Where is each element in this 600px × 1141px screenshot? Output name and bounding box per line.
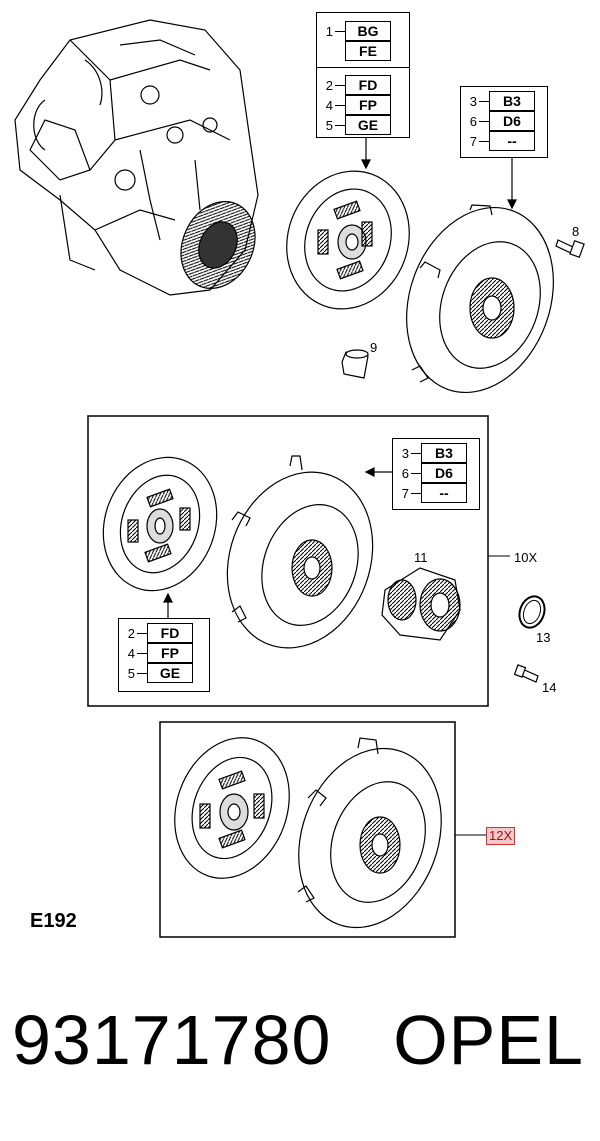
pressure-plate-kit [226, 455, 374, 649]
callout-14: 14 [542, 680, 557, 695]
pressure-plate-top [406, 204, 554, 394]
brand-name: OPEL [393, 1001, 584, 1079]
callout-12x[interactable]: 12X [486, 827, 516, 845]
footer: 93171780 OPEL [0, 1000, 600, 1110]
callout-10x: 10X [514, 550, 538, 565]
clutch-disc-12x [174, 737, 290, 879]
callout-11: 11 [414, 550, 428, 565]
kit-12x-frame [159, 721, 456, 938]
kit-10x-frame [87, 415, 489, 707]
bushing-9 [341, 349, 369, 379]
pressure-plate-12x [297, 737, 442, 929]
bolt-8 [555, 239, 585, 259]
clutch-disc-top [286, 170, 410, 310]
part-number: 93171780 [12, 1001, 332, 1079]
release-bearing-11 [381, 567, 461, 641]
callout-9: 9 [370, 340, 378, 355]
callout-13: 13 [536, 630, 551, 645]
seal-ring-13 [518, 595, 546, 629]
clutch-disc-kit [102, 456, 218, 592]
engine-illustration [14, 19, 259, 296]
bolt-14 [513, 664, 539, 683]
callout-8: 8 [572, 224, 580, 239]
diagram-id: E192 [30, 910, 77, 932]
